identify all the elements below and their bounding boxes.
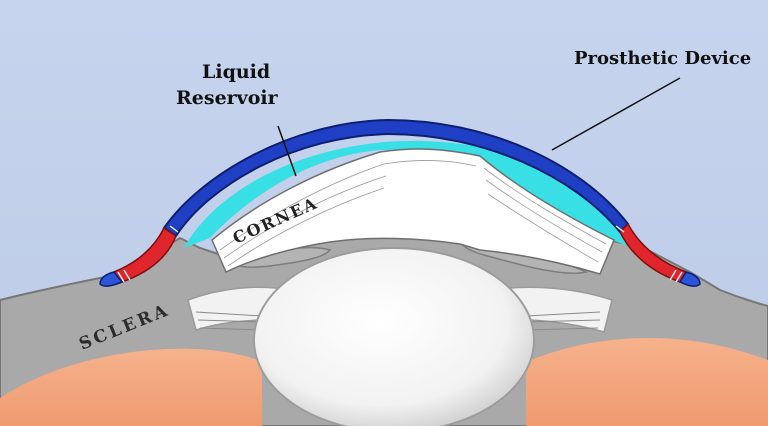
pointer-liquid-reservoir [277, 125, 297, 177]
lens [253, 247, 535, 426]
inner-tissue-right [526, 338, 768, 426]
pointer-prosthetic-device [551, 77, 681, 151]
ciliary-lines-right [525, 311, 601, 331]
liquid-reservoir [184, 140, 628, 248]
label-prosthetic-device: Prosthetic Device [574, 48, 751, 69]
label-liquid-line1: Liquid [202, 61, 270, 83]
cornea-striations [219, 159, 607, 267]
label-liquid-line2: Reservoir [176, 87, 279, 109]
prosthetic-tip-left [99, 271, 124, 287]
ciliary-lines-left [195, 311, 263, 331]
prosthetic-tip-right [678, 271, 701, 287]
cornea [211, 148, 615, 275]
rim-stripes [117, 225, 683, 283]
inner-tissue [0, 348, 262, 426]
